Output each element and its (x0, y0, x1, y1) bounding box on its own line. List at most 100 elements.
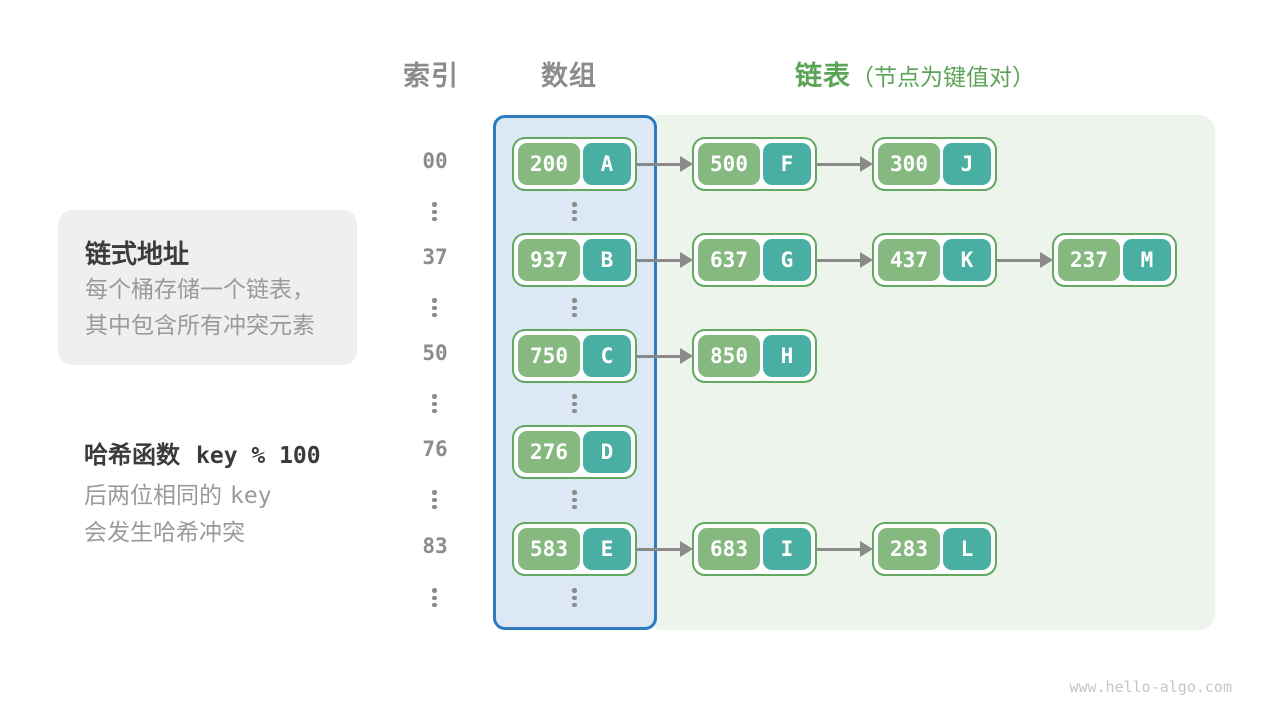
arrow-head (680, 541, 693, 557)
bucket-index-label: 76 (422, 437, 448, 461)
node-key: 750 (518, 335, 580, 377)
ellipsis-dot (432, 202, 437, 207)
ellipsis-dot (432, 602, 437, 608)
index-ellipsis (432, 587, 437, 609)
ellipsis-dot (432, 216, 437, 222)
ellipsis-dot (572, 312, 577, 318)
node-key: 850 (698, 335, 760, 377)
ellipsis-dot (572, 408, 577, 414)
arrow-head (680, 348, 693, 364)
array-ellipsis (572, 587, 577, 609)
arrow-shaft (996, 258, 1042, 262)
array-ellipsis (572, 489, 577, 511)
node-key: 276 (518, 431, 580, 473)
node-key: 500 (698, 143, 760, 185)
node-value: D (583, 431, 631, 473)
hash-function-label: 哈希函数 (84, 442, 180, 469)
ellipsis-dot (432, 298, 437, 303)
ellipsis-dot (432, 595, 437, 601)
ellipsis-dot (432, 305, 437, 311)
node-value: I (763, 528, 811, 570)
arrow-shaft (636, 258, 682, 262)
arrow-shaft (636, 547, 682, 551)
node-value: C (583, 335, 631, 377)
node-value: A (583, 143, 631, 185)
node-value: E (583, 528, 631, 570)
ellipsis-dot (572, 298, 577, 303)
concept-panel-title: 链式地址 (85, 239, 190, 269)
arrow-head (680, 156, 693, 172)
hash-note-line: 会发生哈希冲突 (84, 519, 245, 545)
node-key: 583 (518, 528, 580, 570)
ellipsis-dot (572, 401, 577, 407)
array-ellipsis (572, 393, 577, 415)
concept-panel-line: 其中包含所有冲突元素 (85, 312, 315, 338)
bucket-index-label: 00 (422, 149, 448, 173)
list-column-header: 链表（节点为键值对） (795, 54, 1035, 93)
ellipsis-dot (432, 312, 437, 318)
ellipsis-dot (572, 588, 577, 593)
next-pointer-arrow (816, 541, 873, 557)
bucket-index-label: 37 (422, 245, 448, 269)
node-key: 283 (878, 528, 940, 570)
hash-note-text: 后两位相同的 (84, 482, 222, 508)
node-value: F (763, 143, 811, 185)
ellipsis-dot (572, 595, 577, 601)
node-value: L (943, 528, 991, 570)
bucket-index-label: 50 (422, 341, 448, 365)
node-key: 937 (518, 239, 580, 281)
ellipsis-dot (572, 602, 577, 608)
node-value: G (763, 239, 811, 281)
node-key: 300 (878, 143, 940, 185)
ellipsis-dot (572, 490, 577, 495)
node-value: J (943, 143, 991, 185)
ellipsis-dot (432, 497, 437, 503)
next-pointer-arrow (816, 252, 873, 268)
index-column-header: 索引 (403, 61, 459, 91)
ellipsis-dot (432, 209, 437, 215)
hash-note-code: key (230, 483, 272, 509)
ellipsis-dot (432, 588, 437, 593)
index-ellipsis (432, 297, 437, 319)
array-ellipsis (572, 201, 577, 223)
list-header-label: 链表 (795, 61, 851, 91)
node-value: M (1123, 239, 1171, 281)
hash-note-line: 后两位相同的 key (84, 476, 272, 510)
hash-function-formula: key % 100 (196, 443, 321, 469)
node-key: 683 (698, 528, 760, 570)
ellipsis-dot (572, 394, 577, 399)
node-key: 237 (1058, 239, 1120, 281)
next-pointer-arrow (996, 252, 1053, 268)
ellipsis-dot (432, 401, 437, 407)
ellipsis-dot (432, 408, 437, 414)
next-pointer-arrow (636, 541, 693, 557)
node-key: 200 (518, 143, 580, 185)
arrow-head (860, 252, 873, 268)
ellipsis-dot (572, 209, 577, 215)
next-pointer-arrow (636, 252, 693, 268)
ellipsis-dot (432, 504, 437, 510)
arrow-shaft (816, 162, 862, 166)
ellipsis-dot (432, 490, 437, 495)
ellipsis-dot (572, 202, 577, 207)
ellipsis-dot (572, 305, 577, 311)
node-key: 637 (698, 239, 760, 281)
array-column-header: 数组 (541, 61, 597, 91)
index-ellipsis (432, 489, 437, 511)
arrow-shaft (816, 547, 862, 551)
ellipsis-dot (572, 497, 577, 503)
next-pointer-arrow (816, 156, 873, 172)
arrow-shaft (636, 162, 682, 166)
bucket-index-label: 83 (422, 534, 448, 558)
node-value: B (583, 239, 631, 281)
ellipsis-dot (572, 504, 577, 510)
